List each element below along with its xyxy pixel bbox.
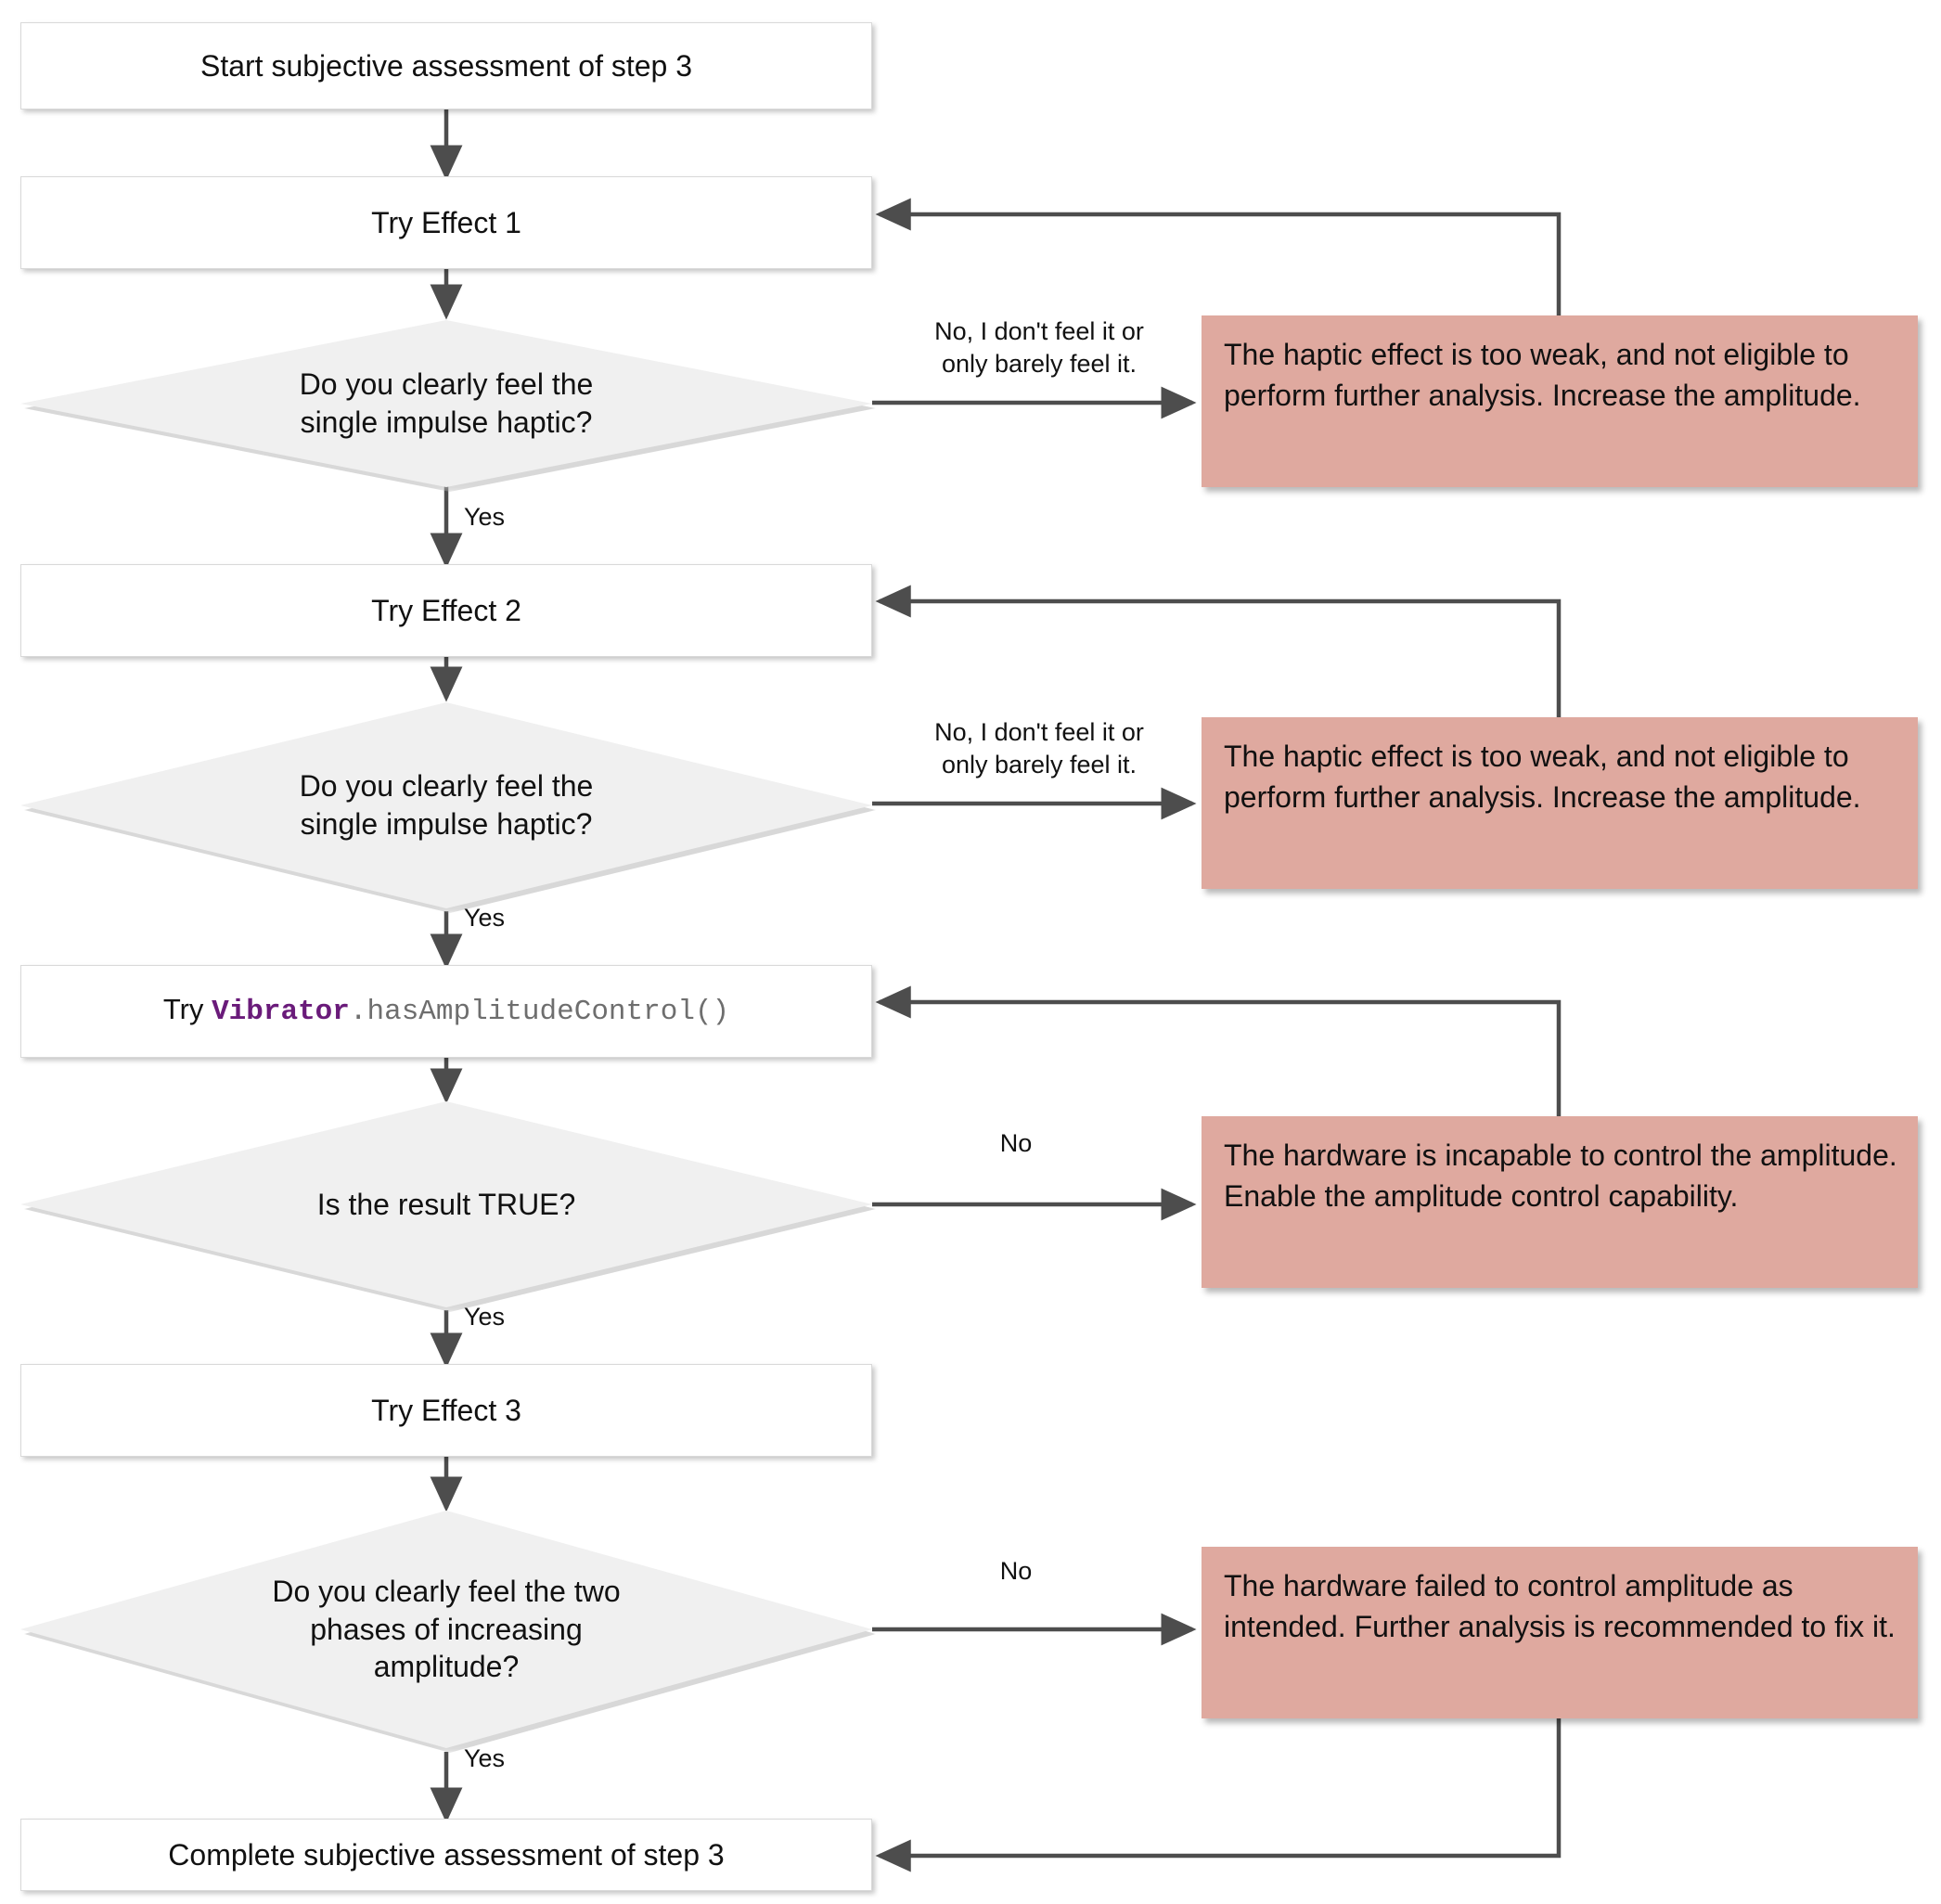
decision-shape: Do you clearly feel the single impulse h…	[20, 320, 872, 487]
node-decision-1-label: Do you clearly feel the single impulse h…	[299, 367, 594, 439]
node-complete-label: Complete subjective assessment of step 3	[168, 1838, 725, 1872]
node-try-effect-2[interactable]: Try Effect 2	[20, 564, 872, 657]
note-too-weak-2-text: The haptic effect is too weak, and not e…	[1224, 740, 1861, 815]
code-class-name: Vibrator	[212, 996, 350, 1029]
node-decision-4-label: Do you clearly feel the two phases of in…	[272, 1574, 621, 1684]
note-too-weak-2: The haptic effect is too weak, and not e…	[1202, 717, 1918, 889]
edge-label-yes-2: Yes	[464, 904, 506, 932]
edge-label-yes-4: Yes	[464, 1744, 506, 1772]
node-start-label: Start subjective assessment of step 3	[199, 49, 693, 83]
node-try-effect-2-label: Try Effect 2	[371, 594, 521, 627]
edge-label-yes-3: Yes	[464, 1303, 506, 1331]
node-try-effect-1[interactable]: Try Effect 1	[20, 176, 872, 269]
note-too-weak-1-text: The haptic effect is too weak, and not e…	[1224, 338, 1861, 413]
node-decision-4[interactable]: Do you clearly feel the two phases of in…	[20, 1511, 876, 1753]
node-try-effect-1-label: Try Effect 1	[371, 206, 521, 239]
node-try-effect-3[interactable]: Try Effect 3	[20, 1364, 872, 1457]
node-decision-3-label: Is the result TRUE?	[316, 1187, 576, 1221]
edge-label-no-barely-1: No, I don't feel it or only barely feel …	[934, 317, 1144, 379]
note-no-amplitude-control: The hardware is incapable to control the…	[1202, 1116, 1918, 1288]
edge-label-no-4: No	[999, 1557, 1033, 1585]
node-code-text: Try Vibrator.hasAmplitudeControl()	[163, 992, 729, 1031]
decision-shape: Do you clearly feel the single impulse h…	[20, 702, 872, 908]
node-complete[interactable]: Complete subjective assessment of step 3	[20, 1819, 872, 1891]
node-decision-2-label: Do you clearly feel the single impulse h…	[299, 769, 594, 841]
code-method-name: .hasAmplitudeControl()	[349, 996, 730, 1029]
edge-label-no-barely-2: No, I don't feel it or only barely feel …	[934, 718, 1144, 779]
node-decision-3[interactable]: Is the result TRUE?	[20, 1101, 876, 1312]
decision-shape: Is the result TRUE?	[20, 1101, 872, 1307]
node-decision-1[interactable]: Do you clearly feel the single impulse h…	[20, 320, 876, 492]
node-decision-2[interactable]: Do you clearly feel the single impulse h…	[20, 702, 876, 913]
edge-label-yes-1: Yes	[464, 503, 506, 531]
node-start[interactable]: Start subjective assessment of step 3	[20, 22, 872, 109]
note-no-amplitude-control-text: The hardware is incapable to control the…	[1224, 1139, 1897, 1214]
note-amplitude-control-failed-text: The hardware failed to control amplitude…	[1224, 1569, 1896, 1644]
decision-shape: Do you clearly feel the two phases of in…	[20, 1511, 872, 1748]
edge-label-no-3: No	[999, 1129, 1033, 1157]
code-keyword: Try	[162, 993, 212, 1026]
note-too-weak-1: The haptic effect is too weak, and not e…	[1202, 315, 1918, 487]
note-amplitude-control-failed: The hardware failed to control amplitude…	[1202, 1547, 1918, 1718]
node-try-effect-3-label: Try Effect 3	[371, 1394, 521, 1427]
node-try-has-amplitude-control[interactable]: Try Vibrator.hasAmplitudeControl()	[20, 965, 872, 1058]
